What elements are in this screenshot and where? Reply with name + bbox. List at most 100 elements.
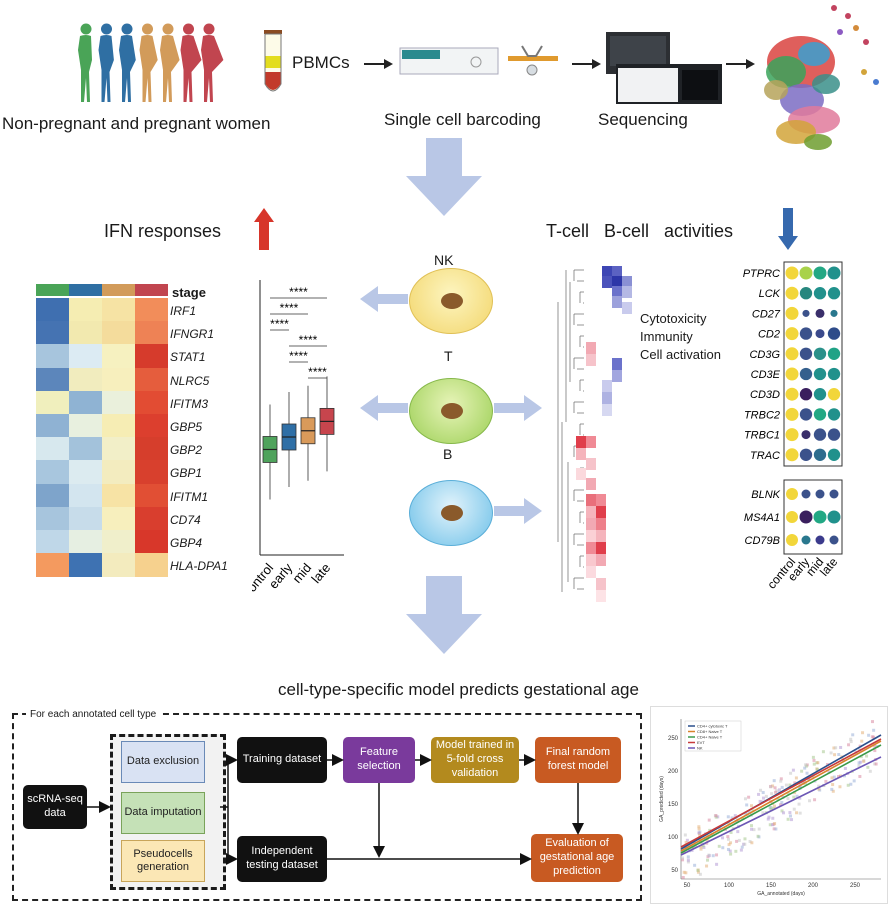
- clustered-heatmap-cell: [622, 286, 632, 298]
- dotplot-dot: [827, 266, 841, 280]
- scatter-point: [771, 784, 775, 788]
- feature-box: Feature selection: [343, 737, 415, 783]
- dotplot-gene-label: CD3E: [751, 369, 781, 381]
- heatmap-cell: [102, 321, 135, 345]
- clustered-heatmap-cell: [622, 276, 632, 288]
- dotplot-dot: [801, 430, 811, 440]
- heatmap-cell: [36, 414, 69, 438]
- up-red-arrow: [254, 208, 274, 250]
- scatter-point: [761, 796, 765, 800]
- heatmap-cell: [102, 437, 135, 461]
- scatter-point: [697, 825, 701, 829]
- scatter-point: [779, 779, 783, 783]
- woman-figure: [98, 23, 114, 102]
- scatter-point: [747, 795, 751, 799]
- scatter-point: [792, 807, 796, 811]
- scatter-point: [721, 846, 725, 850]
- heatmap-gene-label: GBP1: [170, 466, 203, 481]
- scatter-point: [860, 739, 864, 743]
- heatmap-gene-label: GBP2: [170, 443, 203, 458]
- scatter-point: [686, 858, 690, 862]
- scatter-point: [849, 782, 853, 786]
- dotplot-dot: [801, 489, 811, 499]
- scatter-point: [770, 823, 774, 827]
- scatter-point: [870, 720, 874, 724]
- clustered-heatmap-cell: [576, 436, 586, 448]
- umap-cluster: [863, 39, 869, 45]
- sig-stars: ****: [308, 365, 327, 379]
- heatmap-cell: [135, 506, 168, 531]
- t-cell: [409, 378, 493, 444]
- dotplot-dot: [813, 367, 827, 381]
- dotplot-b-frame: [783, 479, 843, 555]
- dotplot-dot: [827, 448, 841, 461]
- scatter-ylabel: GA_predicted (days): [659, 776, 665, 822]
- scatter-point: [767, 815, 771, 819]
- scatter-point: [698, 834, 702, 838]
- woman-figure: [160, 23, 180, 102]
- annotation-item: Cell activation: [640, 347, 721, 362]
- dotplot-dot: [830, 309, 838, 317]
- heatmap-cell: [36, 437, 69, 461]
- scatter-point: [807, 777, 811, 781]
- legend-label: CD8+ Naive T: [697, 729, 723, 734]
- heatmap-cell: [36, 553, 69, 577]
- scatter-point: [797, 802, 801, 806]
- scatter-y-tick: 50: [671, 868, 678, 874]
- dotplot-dot: [813, 510, 827, 524]
- scatter-point: [737, 838, 741, 842]
- scatter-point: [773, 790, 777, 794]
- dotplot-dot: [785, 327, 799, 341]
- scatter-point: [729, 841, 733, 845]
- scatter-point: [685, 838, 689, 842]
- scatter-point: [790, 818, 794, 822]
- heatmap-gene-label: NLRC5: [170, 373, 210, 388]
- scatter-point: [757, 827, 761, 831]
- scatter-point: [729, 830, 733, 834]
- t-label: T: [444, 348, 453, 364]
- heatmap-gene-label: CD74: [170, 512, 201, 527]
- scatter-point: [867, 733, 871, 737]
- scatter-point: [682, 870, 686, 874]
- scatter-point: [772, 806, 776, 810]
- heatmap-cell: [135, 344, 168, 368]
- heatmap-cell: [135, 483, 168, 507]
- heatmap-stage-label: stage: [172, 285, 206, 300]
- scatter-point: [813, 798, 817, 802]
- scatter-point: [750, 841, 754, 845]
- scatter-point: [847, 743, 851, 747]
- scatter-point: [706, 858, 710, 862]
- scatter-point: [761, 791, 765, 795]
- dotplot-dot: [829, 535, 839, 545]
- tb-label: T-cell B-cell activities: [546, 221, 734, 241]
- scatter-point: [693, 863, 697, 867]
- scatter-point: [858, 774, 862, 778]
- heatmap-gene-label: IFITM1: [170, 489, 208, 504]
- dotplot-dot: [827, 287, 841, 300]
- scatter-point: [816, 761, 820, 765]
- scatter-point: [795, 811, 799, 815]
- heatmap-cell: [135, 414, 168, 438]
- clustered-heatmap-cell: [586, 436, 596, 448]
- heatmap-cell: [102, 460, 135, 484]
- dotplot-gene-label: TRBC2: [744, 409, 780, 421]
- dotplot-dot: [813, 388, 827, 401]
- scatter-point: [843, 766, 847, 770]
- scatter-point: [769, 785, 773, 789]
- scatter-x-tick: 200: [808, 883, 819, 889]
- scatter-point: [774, 827, 778, 831]
- dotplot-dot: [813, 266, 827, 280]
- heatmap-cell: [102, 367, 135, 391]
- dotplot-dot: [827, 408, 841, 421]
- scatter-point: [747, 810, 751, 814]
- scatter-point: [782, 811, 786, 815]
- scatter-point: [874, 762, 878, 766]
- scatter-point: [717, 844, 721, 848]
- heatmap-cell: [135, 460, 168, 484]
- umap-cluster: [845, 13, 851, 19]
- heatmap-cell: [69, 483, 102, 507]
- dotplot-dot: [785, 367, 799, 381]
- clustered-heatmap-cell: [596, 578, 606, 590]
- dotplot-dot: [799, 367, 813, 381]
